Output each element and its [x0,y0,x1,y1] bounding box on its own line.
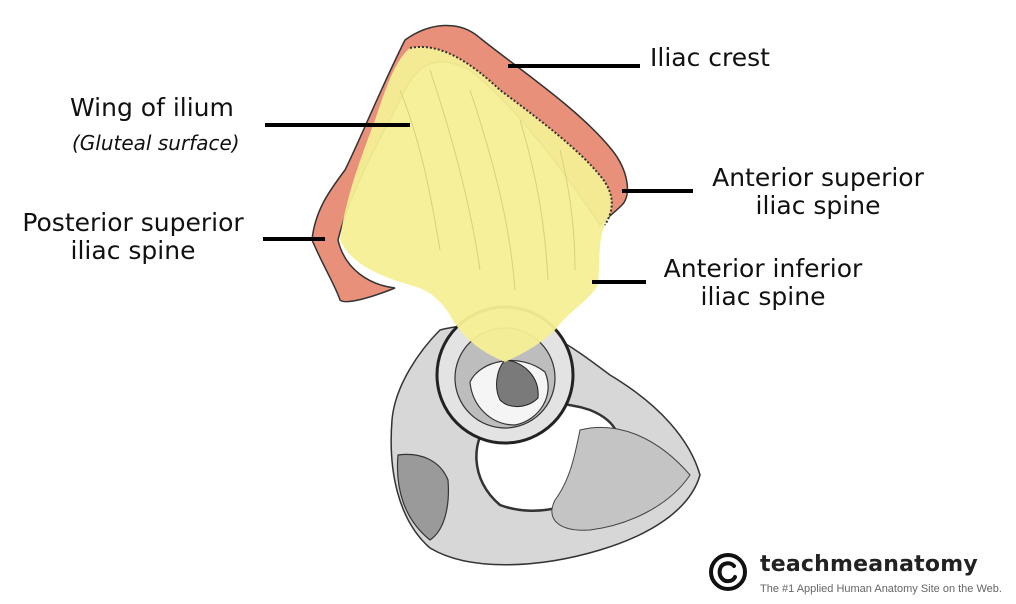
lower-hip-bone [390,305,701,566]
brand-tagline: The #1 Applied Human Anatomy Site on the… [760,583,1002,595]
label-asis-line2: iliac spine [755,191,881,220]
label-wing-of-ilium: Wing of ilium [70,93,234,122]
label-psis: Posterior superior iliac spine [8,209,258,265]
label-asis-line1: Anterior superior [712,163,924,192]
leader-lines [263,64,693,284]
label-asis: Anterior superior iliac spine [700,164,936,220]
label-gluteal-surface: (Gluteal surface) [72,131,240,155]
crest-edge [409,45,613,226]
label-psis-line1: Posterior superior [22,208,244,237]
label-aiis: Anterior inferior iliac spine [652,255,874,311]
branding: teachmeanatomy The #1 Applied Human Anat… [708,552,1002,596]
wing-texture [399,69,576,291]
label-aiis-line2: iliac spine [700,282,826,311]
label-psis-line2: iliac spine [70,236,196,265]
brand-name: teachmeanatomy [760,552,978,577]
label-iliac-crest: Iliac crest [650,43,770,72]
copyright-icon [709,553,747,591]
label-aiis-line1: Anterior inferior [663,254,863,283]
